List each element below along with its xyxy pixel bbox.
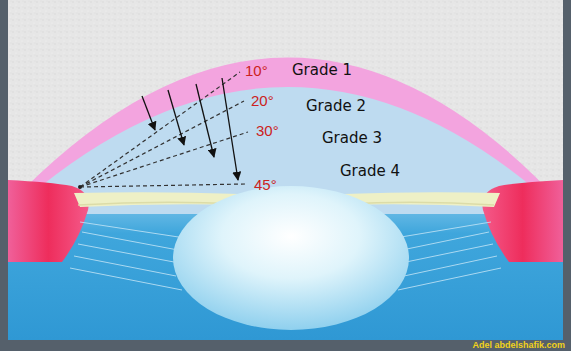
grade-label: Grade 1: [292, 63, 352, 78]
angle-label: 30°: [256, 123, 279, 138]
grade-label: Grade 4: [340, 164, 400, 179]
angle-label: 20°: [251, 93, 274, 108]
grade-label: Grade 3: [322, 131, 382, 146]
grade-label: Grade 2: [306, 99, 366, 114]
angle-label: 45°: [254, 177, 277, 192]
watermark: Adel abdelshafik.com: [472, 341, 565, 350]
angle-label: 10°: [245, 63, 268, 78]
